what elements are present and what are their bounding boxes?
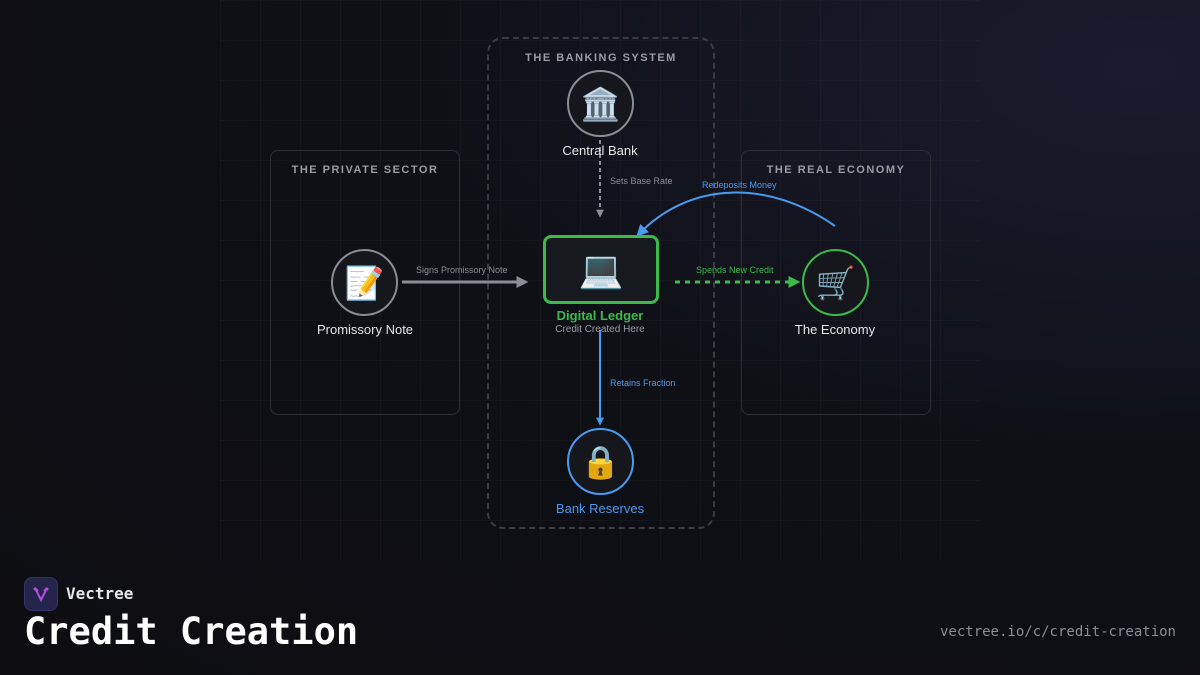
promissory-note-label: Promissory Note xyxy=(316,322,414,337)
digital-ledger-sublabel: Credit Created Here xyxy=(555,324,645,335)
vectree-logo xyxy=(24,577,58,611)
edge-label-redeposits: Redeposits Money xyxy=(702,180,777,190)
source-url[interactable]: vectree.io/c/credit-creation xyxy=(939,624,1176,640)
fork-icon xyxy=(33,587,49,603)
bank-reserves-label: Bank Reserves xyxy=(555,501,645,516)
banking-system-title: THE BANKING SYSTEM xyxy=(525,52,677,64)
memo-icon: 📝 xyxy=(331,249,398,316)
cart-icon: 🛒 xyxy=(802,249,869,316)
lock-icon: 🔒 xyxy=(567,428,634,495)
real-economy-group: THE REAL ECONOMY xyxy=(741,150,931,415)
brand-name: Vectree xyxy=(66,584,134,603)
bank-icon: 🏛️ xyxy=(567,70,634,137)
central-bank-label: Central Bank xyxy=(562,143,638,158)
economy-label: The Economy xyxy=(794,322,876,337)
private-sector-title: THE PRIVATE SECTOR xyxy=(291,164,439,176)
edge-label-retains: Retains Fraction xyxy=(610,378,676,388)
edge-label-signs: Signs Promissory Note xyxy=(416,265,508,275)
arrow-redeposits xyxy=(636,191,836,237)
digital-ledger-label: Digital Ledger xyxy=(556,308,644,323)
edge-label-spends: Spends New Credit xyxy=(696,265,774,275)
edge-label-base-rate: Sets Base Rate xyxy=(610,176,673,186)
page-title: Credit Creation xyxy=(24,610,359,653)
laptop-icon: 💻 xyxy=(543,235,659,304)
real-economy-title: THE REAL ECONOMY xyxy=(766,164,906,176)
